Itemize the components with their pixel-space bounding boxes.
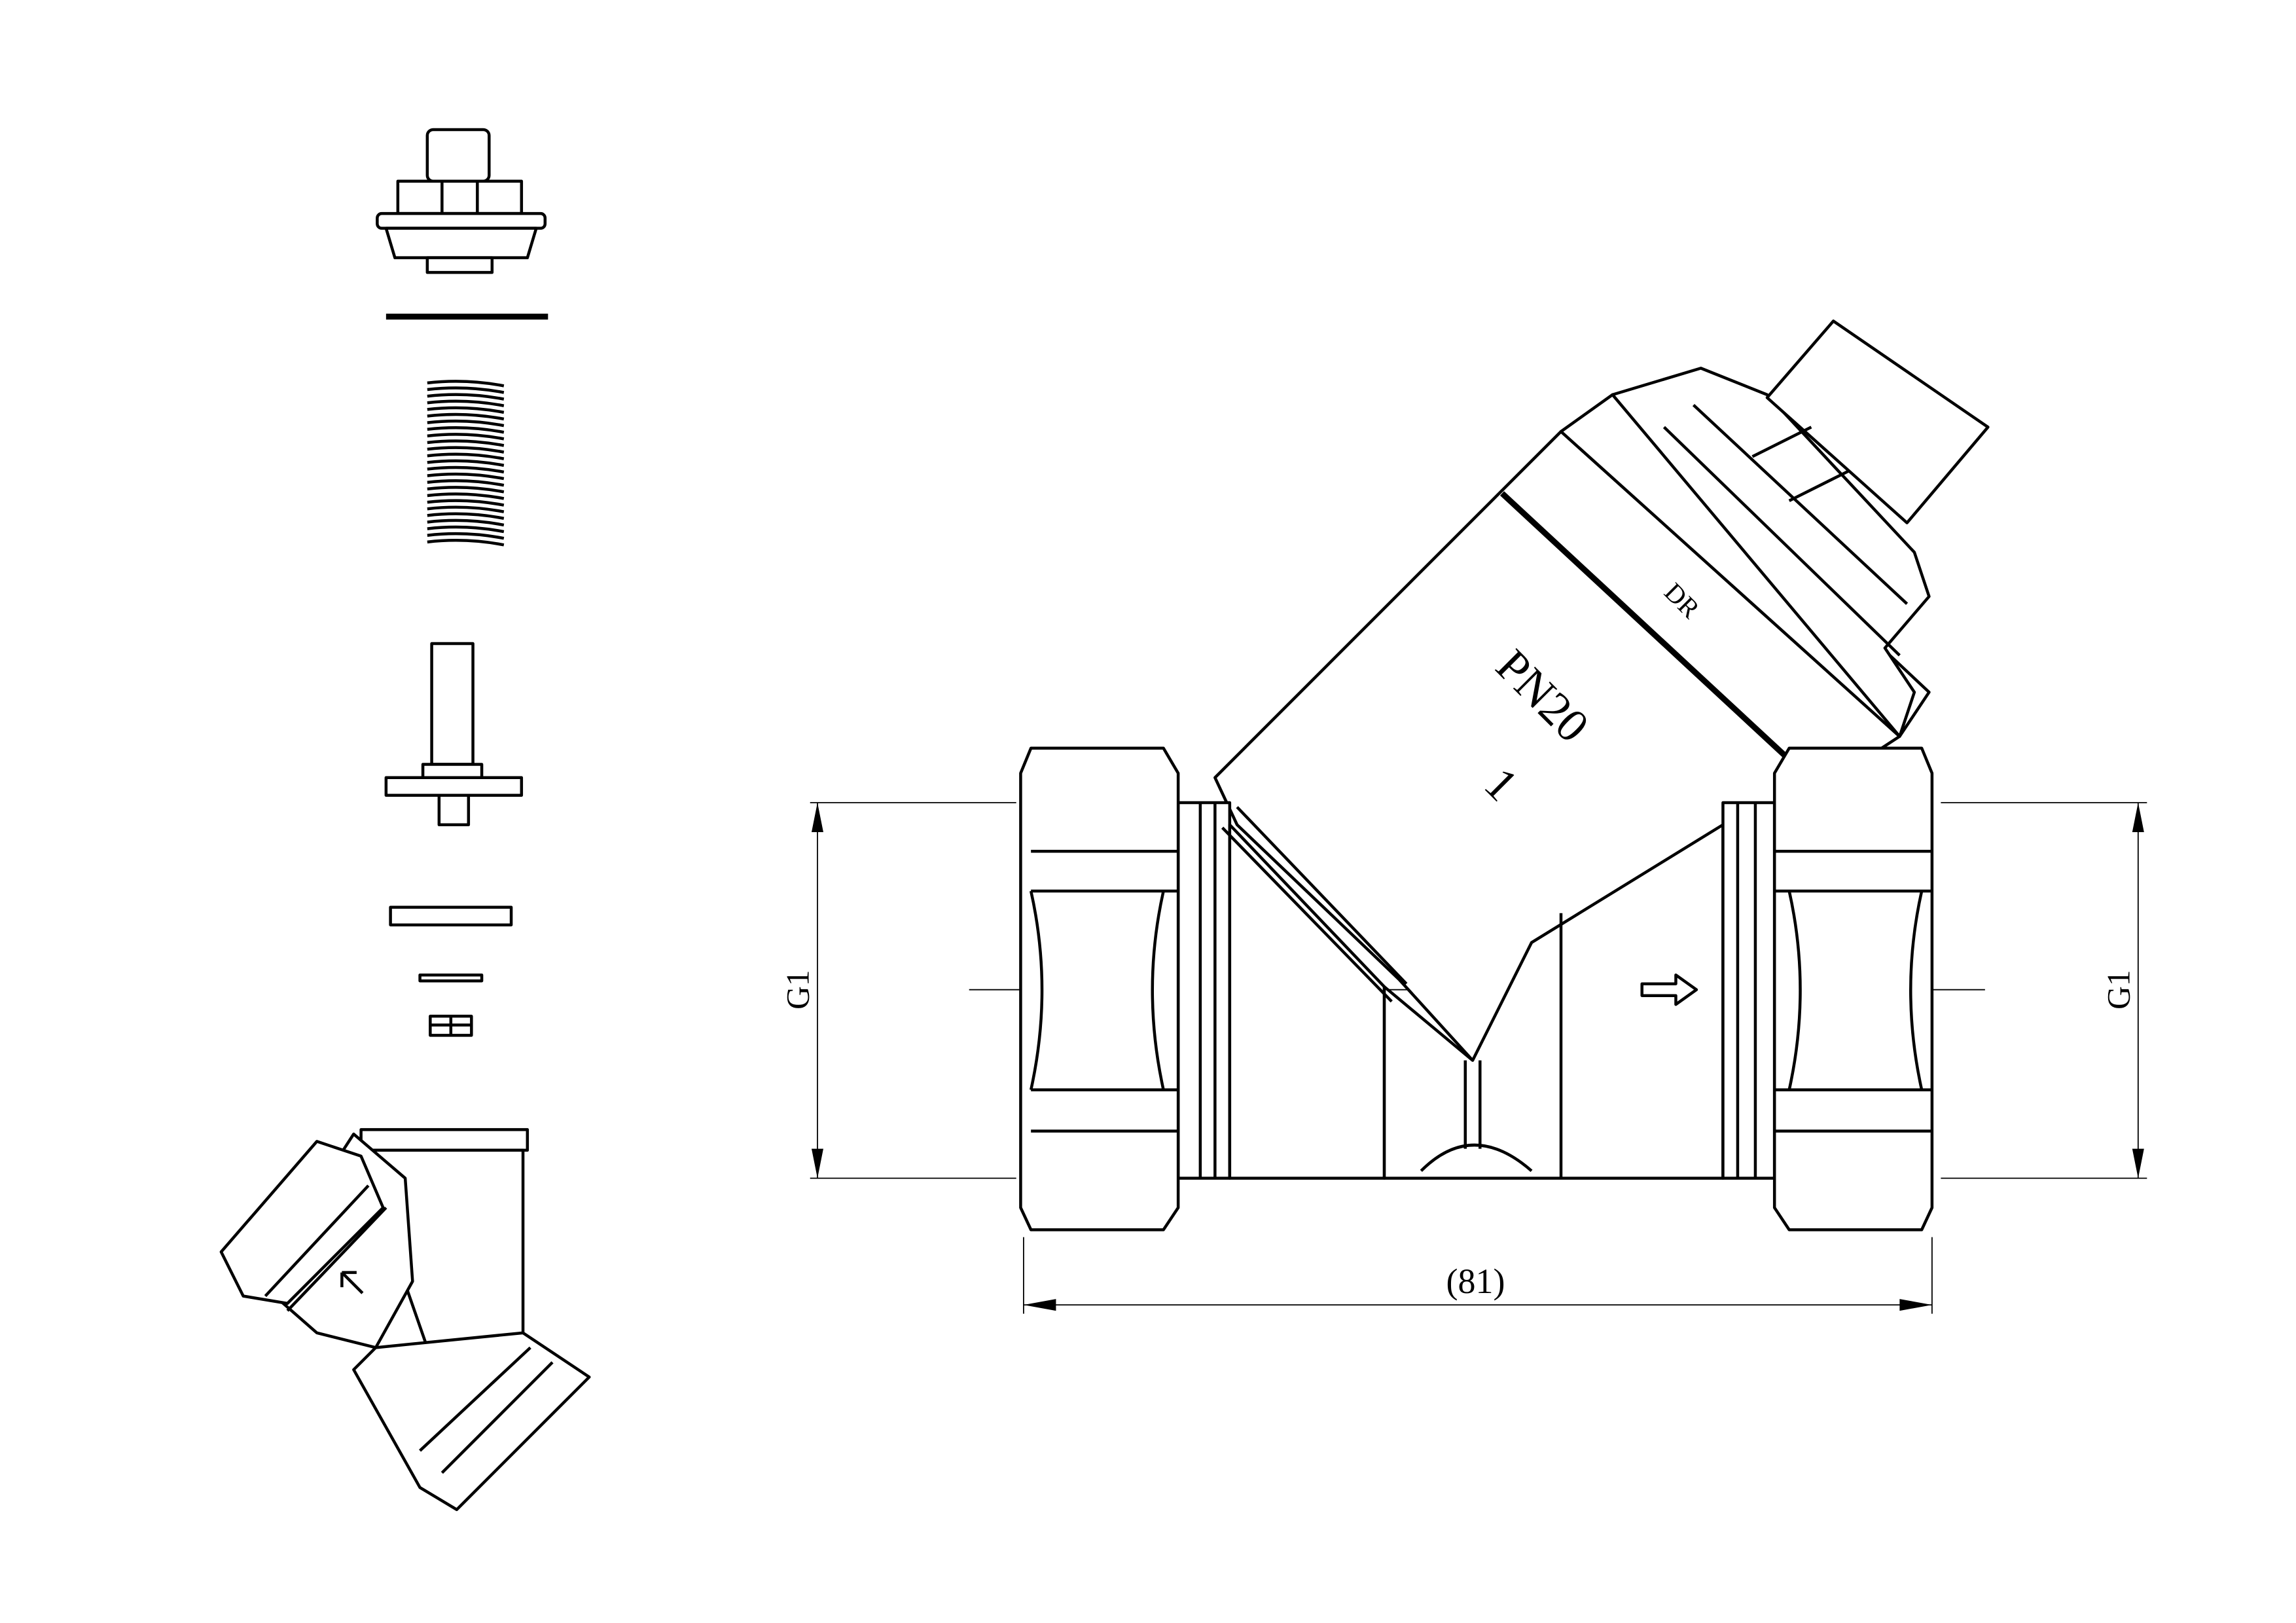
spring-coil xyxy=(427,446,505,454)
exploded-nut xyxy=(429,1014,473,1037)
outlet-thread-label: G1 xyxy=(2100,970,2136,1009)
spring-coil xyxy=(427,433,505,441)
inlet-hex-end xyxy=(1019,746,1180,1231)
spring-coil xyxy=(427,406,505,414)
isometric-flow-arrow-icon xyxy=(340,1271,364,1294)
spring-coil xyxy=(427,399,505,407)
valve-body xyxy=(1176,801,1776,1180)
dimension-length xyxy=(1023,1237,1933,1314)
spring-coil xyxy=(427,479,505,487)
exploded-cap xyxy=(376,128,547,274)
spring-coil xyxy=(427,459,505,467)
spring-coil xyxy=(427,452,505,460)
spring-coil xyxy=(427,386,505,394)
spring-coil xyxy=(427,512,505,520)
spring-coil xyxy=(427,472,505,481)
outlet-hex-end xyxy=(1772,746,1934,1231)
spring-coil xyxy=(427,539,505,547)
spring-coil xyxy=(427,412,505,421)
exploded-washer xyxy=(389,905,513,926)
spring-coil xyxy=(427,380,505,388)
spring-coil xyxy=(427,532,505,540)
spring-coil xyxy=(427,525,505,534)
spring-coil xyxy=(427,492,505,500)
dimension-inlet xyxy=(810,802,1016,1179)
spring-coil xyxy=(427,426,505,434)
flow-arrow-icon xyxy=(1640,973,1698,1006)
inlet-thread-label: G1 xyxy=(780,970,816,1009)
dimension-outlet xyxy=(1941,802,2147,1179)
overall-length-label: (81) xyxy=(1446,1262,1505,1301)
spring-coil xyxy=(427,499,505,507)
spring-coil xyxy=(427,505,505,513)
strainer-branch xyxy=(1213,319,1990,1062)
spring-coil xyxy=(427,419,505,428)
spring-coil xyxy=(427,486,505,494)
exploded-stem xyxy=(384,642,524,826)
spring-coil xyxy=(427,465,505,474)
exploded-seal-ring xyxy=(418,973,484,983)
spring-coil xyxy=(427,519,505,527)
exploded-filter-screen xyxy=(427,380,505,547)
spring-coil xyxy=(427,393,505,401)
spring-coil xyxy=(427,439,505,447)
isometric-view xyxy=(219,1128,591,1512)
